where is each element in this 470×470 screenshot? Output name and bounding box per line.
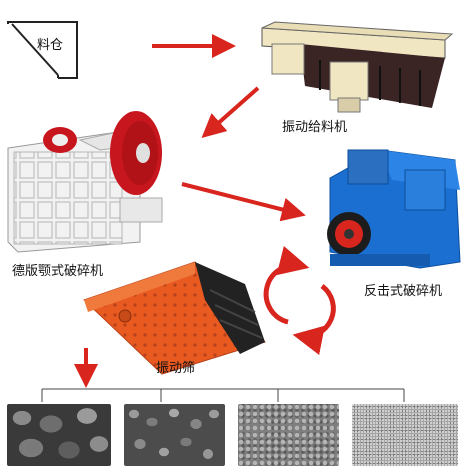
hopper-symbol [7, 21, 78, 79]
jaw-crusher-label: 德版颚式破碎机 [12, 264, 104, 279]
arrow-feeder-to-jaw [201, 86, 260, 138]
product-sand [352, 404, 458, 466]
product-coarse-aggregate [7, 404, 111, 466]
vibrating-screen [83, 261, 266, 375]
flow-arrows [74, 34, 336, 388]
arrow-screen-to-impact-loop [263, 246, 310, 325]
product-bracket [41, 388, 405, 402]
hopper-label: 料仓 [37, 38, 64, 53]
vibrating-feeder [261, 21, 454, 113]
impact-crusher [327, 149, 461, 269]
screen-label: 振动筛 [156, 361, 196, 376]
impact-crusher-label: 反击式破碎机 [364, 284, 443, 299]
product-fine-aggregate [238, 404, 339, 466]
arrow-impact-to-screen-loop [292, 283, 336, 356]
jaw-crusher [7, 111, 163, 253]
product-medium-aggregate [124, 404, 225, 466]
arrow-jaw-to-impact [181, 182, 306, 222]
feeder-label: 振动给料机 [282, 120, 348, 135]
